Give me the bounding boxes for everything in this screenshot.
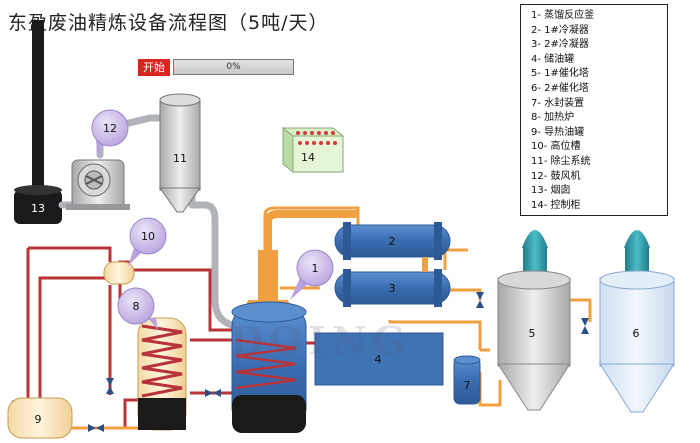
label-5: 5: [529, 327, 536, 340]
legend-item: 2- 1#冷凝器: [531, 24, 589, 36]
label-13: 13: [31, 202, 45, 215]
label-3: 3: [389, 282, 396, 295]
label-6: 6: [633, 327, 640, 340]
valve-icon[interactable]: [476, 292, 484, 308]
watermark-logo: DOING: [230, 318, 412, 363]
condenser-1: [334, 222, 451, 260]
label-1: 1: [312, 262, 319, 275]
page-title: 东盈废油精炼设备流程图（5吨/天）: [8, 12, 329, 34]
catalytic-tower-2: [599, 230, 675, 413]
label-2: 2: [389, 235, 396, 248]
legend-item: 14- 控制柜: [531, 199, 581, 211]
blower: [66, 159, 130, 210]
label-bubble-12: 12: [91, 109, 129, 158]
legend-item: 4- 储油罐: [531, 53, 575, 65]
oil-storage-tank: [314, 332, 444, 386]
catalytic-tower-1: [497, 230, 571, 411]
label-7: 7: [464, 379, 471, 392]
legend-item: 1- 蒸馏反应釜: [531, 10, 595, 21]
label-11: 11: [173, 152, 187, 165]
valve-icon[interactable]: [88, 424, 104, 432]
valve-icon[interactable]: [205, 389, 221, 397]
label-4: 4: [375, 353, 382, 366]
distillation-reactor: [231, 250, 307, 433]
label-9: 9: [35, 413, 42, 426]
thermal-oil-tank: [7, 397, 73, 439]
legend-item: 3- 2#冷凝器: [531, 39, 589, 51]
label-bubble-1: 1: [290, 249, 334, 300]
label-10: 10: [141, 230, 155, 243]
legend-box: 1- 蒸馏反应釜 2- 1#冷凝器 3- 2#冷凝器 4- 储油罐 5- 1#催…: [520, 4, 668, 216]
label-bubble-10: 10: [128, 217, 167, 266]
valve-icon[interactable]: [106, 378, 114, 394]
dust-removal-tower: [159, 93, 201, 213]
valve-icon[interactable]: [581, 318, 589, 334]
condenser-2: [334, 257, 451, 307]
high-level-tank: [103, 261, 135, 285]
label-bubble-8: 8: [117, 287, 158, 330]
start-button[interactable]: 开始: [138, 59, 170, 76]
legend-item: 11- 除尘系统: [531, 155, 591, 167]
label-12: 12: [103, 122, 117, 135]
label-14: 14: [301, 151, 315, 164]
legend-item: 5- 1#催化塔: [531, 68, 589, 80]
legend-item: 9- 导热油罐: [531, 126, 585, 138]
legend-item: 6- 2#催化塔: [531, 82, 589, 94]
legend-item: 10- 高位槽: [531, 141, 581, 153]
vapor-riser: [264, 210, 358, 292]
control-cabinet: [281, 126, 345, 174]
label-8: 8: [133, 300, 140, 313]
water-seal: [453, 355, 481, 405]
legend-item: 12- 鼓风机: [531, 170, 581, 182]
legend-item: 13- 烟囱: [531, 185, 571, 197]
chimney: [14, 20, 62, 224]
progress-bar: 0%: [173, 59, 294, 75]
legend-item: 7- 水封装置: [531, 97, 585, 109]
progress-text: 0%: [226, 62, 241, 72]
legend-item: 8- 加热炉: [531, 112, 575, 124]
heating-furnace: [137, 317, 187, 431]
